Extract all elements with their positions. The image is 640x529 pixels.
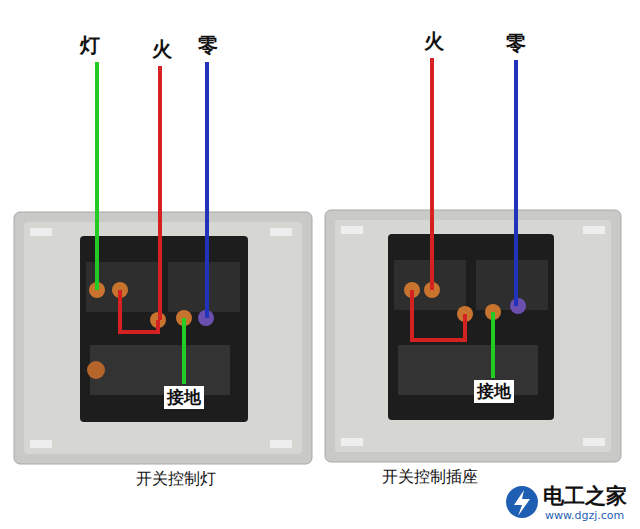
lamp-wire [95,62,99,290]
terminal-screw [87,361,105,379]
mount-slot [270,228,292,236]
switch-body [80,236,248,422]
switch-housing [398,345,538,395]
logo-bolt [514,490,530,516]
mount-slot [583,226,605,234]
mount-slot [30,440,52,448]
node-text: 开关控制灯 [136,470,216,488]
wire-label: 火 [152,38,172,60]
plate-face [24,222,302,454]
caption-box: 开关控制灯 [126,468,226,490]
ground-wire [491,312,495,378]
jumper-wire [412,290,465,340]
switch-body [388,234,554,420]
node-text: 接地 [167,388,201,407]
wire-label: 火 [424,30,444,52]
mount-slot [583,438,605,446]
jumper-wire [120,290,158,332]
ground-tag: 接地 [474,380,514,403]
ground-wire [182,318,186,384]
switch-plate [325,210,621,462]
neutral-wire [205,62,209,318]
caption-box: 开关控制插座 [372,466,488,488]
mount-slot [30,228,52,236]
ground-tag: 接地 [164,386,204,409]
switch-housing [90,345,230,395]
mount-slot [341,226,363,234]
watermark: 电工之家 [543,485,627,508]
watermark-url: www.dgzj.com [545,510,624,522]
wire-label: 零 [198,34,218,56]
plate-face [335,220,611,452]
logo-icon [506,486,538,518]
mount-slot [341,438,363,446]
neutral-wire [514,60,518,306]
switch-plate [14,212,312,464]
live-wire [430,58,434,290]
terminal-block [168,262,240,312]
wire-label: 零 [506,32,526,54]
mount-slot [270,440,292,448]
node-text: 接地 [477,382,511,401]
node-text: 开关控制插座 [382,468,478,486]
live-wire [158,66,162,320]
wire-label: 灯 [80,34,100,56]
